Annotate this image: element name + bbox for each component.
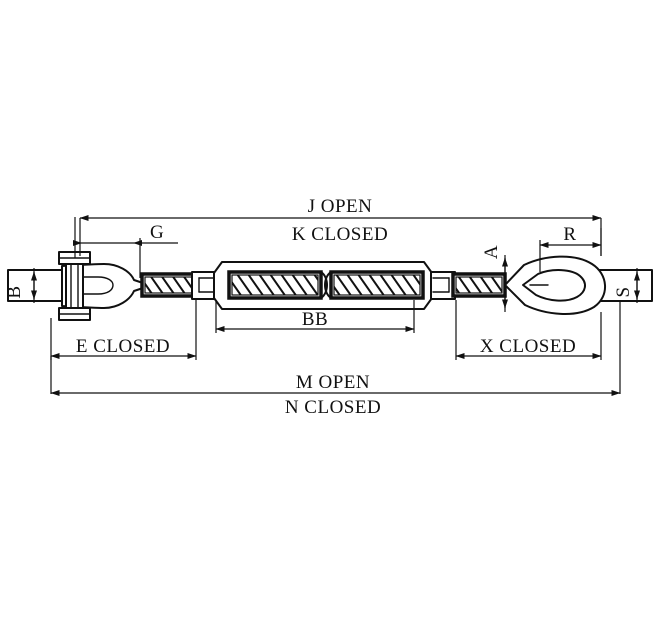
- dimension-m-n: M OPEN N CLOSED: [50, 300, 621, 418]
- dimension-r: R: [539, 224, 602, 272]
- body-inner-thread-right: [329, 270, 425, 300]
- turnbuckle-body-barrel: [191, 261, 456, 310]
- dimension-r-label: R: [563, 224, 576, 245]
- dimension-x-closed: X CLOSED: [455, 300, 602, 360]
- dimension-b-label: B: [4, 285, 25, 298]
- dimension-bb-label: BB: [302, 309, 328, 330]
- dimension-j-open-label: J OPEN: [308, 196, 373, 217]
- dimension-e-closed: E CLOSED: [50, 300, 197, 360]
- dimension-a: A: [481, 245, 508, 312]
- dimension-s-label: S: [613, 286, 634, 297]
- left-threaded-rod: [140, 272, 199, 298]
- dimension-x-closed-label: X CLOSED: [480, 336, 576, 357]
- dimension-bb: BB: [215, 300, 415, 333]
- right-eye-end-assembly: [504, 255, 653, 315]
- body-inner-thread-left: [227, 270, 323, 300]
- dimension-g-label: G: [150, 222, 164, 243]
- barrel-left-stub: [191, 271, 216, 300]
- dimension-m-open-label: M OPEN: [296, 372, 370, 393]
- dimension-a-label: A: [481, 245, 502, 259]
- left-jaw-slot: [69, 276, 114, 295]
- dimension-k-closed-label: K CLOSED: [292, 224, 388, 245]
- eye-teardrop-outer: [504, 255, 606, 315]
- dimension-e-closed-label: E CLOSED: [76, 336, 170, 357]
- eye-inner-opening: [522, 269, 586, 302]
- dimension-s: S: [613, 268, 640, 303]
- dimension-j-k: J OPEN K CLOSED: [79, 196, 602, 256]
- dimension-n-closed-label: N CLOSED: [285, 397, 381, 418]
- left-jaw-end-assembly: [7, 251, 144, 321]
- right-threaded-rod: [451, 272, 507, 298]
- dimension-g: G: [73, 217, 178, 278]
- dimension-b: B: [4, 268, 37, 303]
